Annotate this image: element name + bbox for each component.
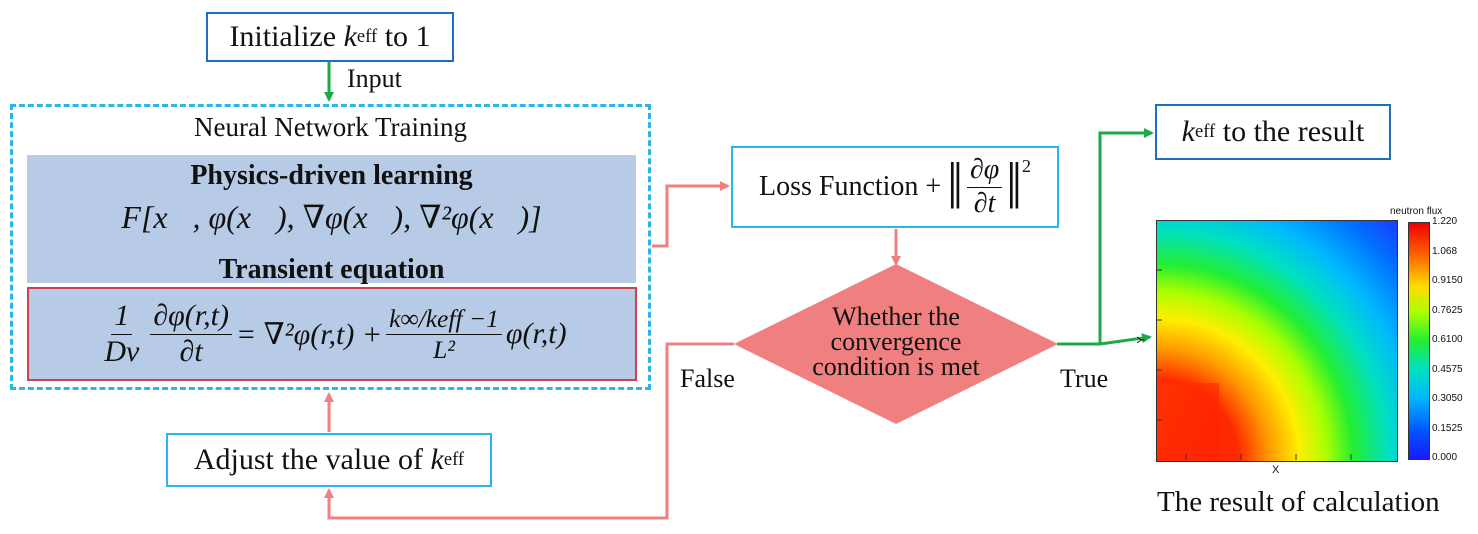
eq-rhs-2: φ(r,t) [505,317,567,350]
decision-line-3: condition is met [812,352,980,381]
heatmap-ticks [1156,269,1352,460]
arrow-true-to-heatmap [1099,333,1152,346]
arrow-nn-to-loss [652,181,730,248]
eq-frac-3-den: L² [433,334,455,364]
init-k: k [343,20,357,53]
eq-frac-3: k∞/keff −1 L² [386,304,502,364]
eq-frac-2-num: ∂φ(r,t) [150,299,232,335]
norm-bar-right: ‖ [1006,149,1023,225]
heatmap-core [1157,383,1219,461]
equation-box: 1 Dv ∂φ(r,t) ∂t = ∇²φ(r,t) + k∞/keff −1 … [27,287,637,381]
colorbar-tick-label: 0.000 [1432,452,1458,463]
nn-container [10,104,651,390]
loss-box: Loss Function + ‖ ∂φ ∂t ‖ 2 [731,146,1059,228]
arrow-decision-false [324,342,734,520]
decision-line-1: Whether the [832,302,960,331]
physics-panel [27,155,636,283]
init-prefix: Initialize [229,20,337,53]
init-k-sub: eff [356,26,378,47]
colorbar-tick-label: 1.068 [1432,245,1458,257]
colorbar-ticks: 1.220 1.068 0.9150 0.7625 0.6100 0.4575 0.3050… [1432,216,1476,468]
decision-text: Whether the convergence condition is met [774,302,1018,381]
eq-frac-1-den: Dv [104,334,140,368]
true-label: True [1060,364,1109,393]
loss-power: 2 [1022,156,1032,177]
heatmap-plot [1156,220,1398,462]
result-k-sub: eff [1194,121,1216,142]
loss-frac: ∂φ ∂t [966,154,1003,219]
transient-title: Transient equation [218,254,445,285]
colorbar-tick-label: 0.7625 [1432,304,1463,316]
heatmap-xlabel: X [1272,464,1280,476]
init-suffix: to 1 [384,20,431,53]
colorbar-tick-label: 1.220 [1432,216,1458,227]
arrow-decision-true [1057,128,1154,346]
loss-frac-num: ∂φ [966,154,1003,188]
adjust-k: k [430,443,444,476]
result-text: to the result [1222,115,1365,148]
decision-diamond [734,264,1058,424]
adjust-k-sub: eff [443,449,465,470]
decision-line-2: convergence [830,327,962,356]
eq-frac-3-num: k∞/keff −1 [386,304,502,335]
eq-frac-1-num: 1 [111,299,133,335]
norm-bar-left: ‖ [947,149,963,225]
result-k: k [1181,115,1195,148]
colorbar-tick-label: 0.9150 [1432,275,1463,286]
colorbar-tick-label: 0.6100 [1432,334,1463,345]
eq-frac-2: ∂φ(r,t) ∂t [150,299,232,369]
colorbar [1408,222,1430,460]
physics-title: Physics-driven learning [190,160,473,191]
input-label: Input [347,64,402,93]
nn-title: Neural Network Training [194,112,467,142]
colorbar-title: neutron flux [1390,206,1443,217]
loss-frac-den: ∂t [973,187,996,219]
adjust-text: Adjust the value of [193,443,423,476]
eq-frac-1: 1 Dv [101,299,142,369]
eq-frac-2-den: ∂t [179,334,203,368]
colorbar-tick-label: 0.4575 [1432,363,1463,375]
colorbar-tick-label: 0.3050 [1432,393,1463,404]
heatmap-ylabel: Y [1135,336,1148,344]
heatmap-caption: The result of calculation [1157,486,1440,518]
eq-rhs-1: = ∇²φ(r,t) + [235,317,383,351]
false-label: False [680,364,735,393]
loss-norm: ‖ ∂φ ∂t ‖ 2 [947,149,1032,225]
loss-text: Loss Function + [758,171,942,202]
physics-formula: F[x⃗, φ(x⃗), ∇φ(x⃗), ∇²φ(x⃗)] [121,199,542,235]
colorbar-tick-label: 0.1525 [1432,422,1463,434]
